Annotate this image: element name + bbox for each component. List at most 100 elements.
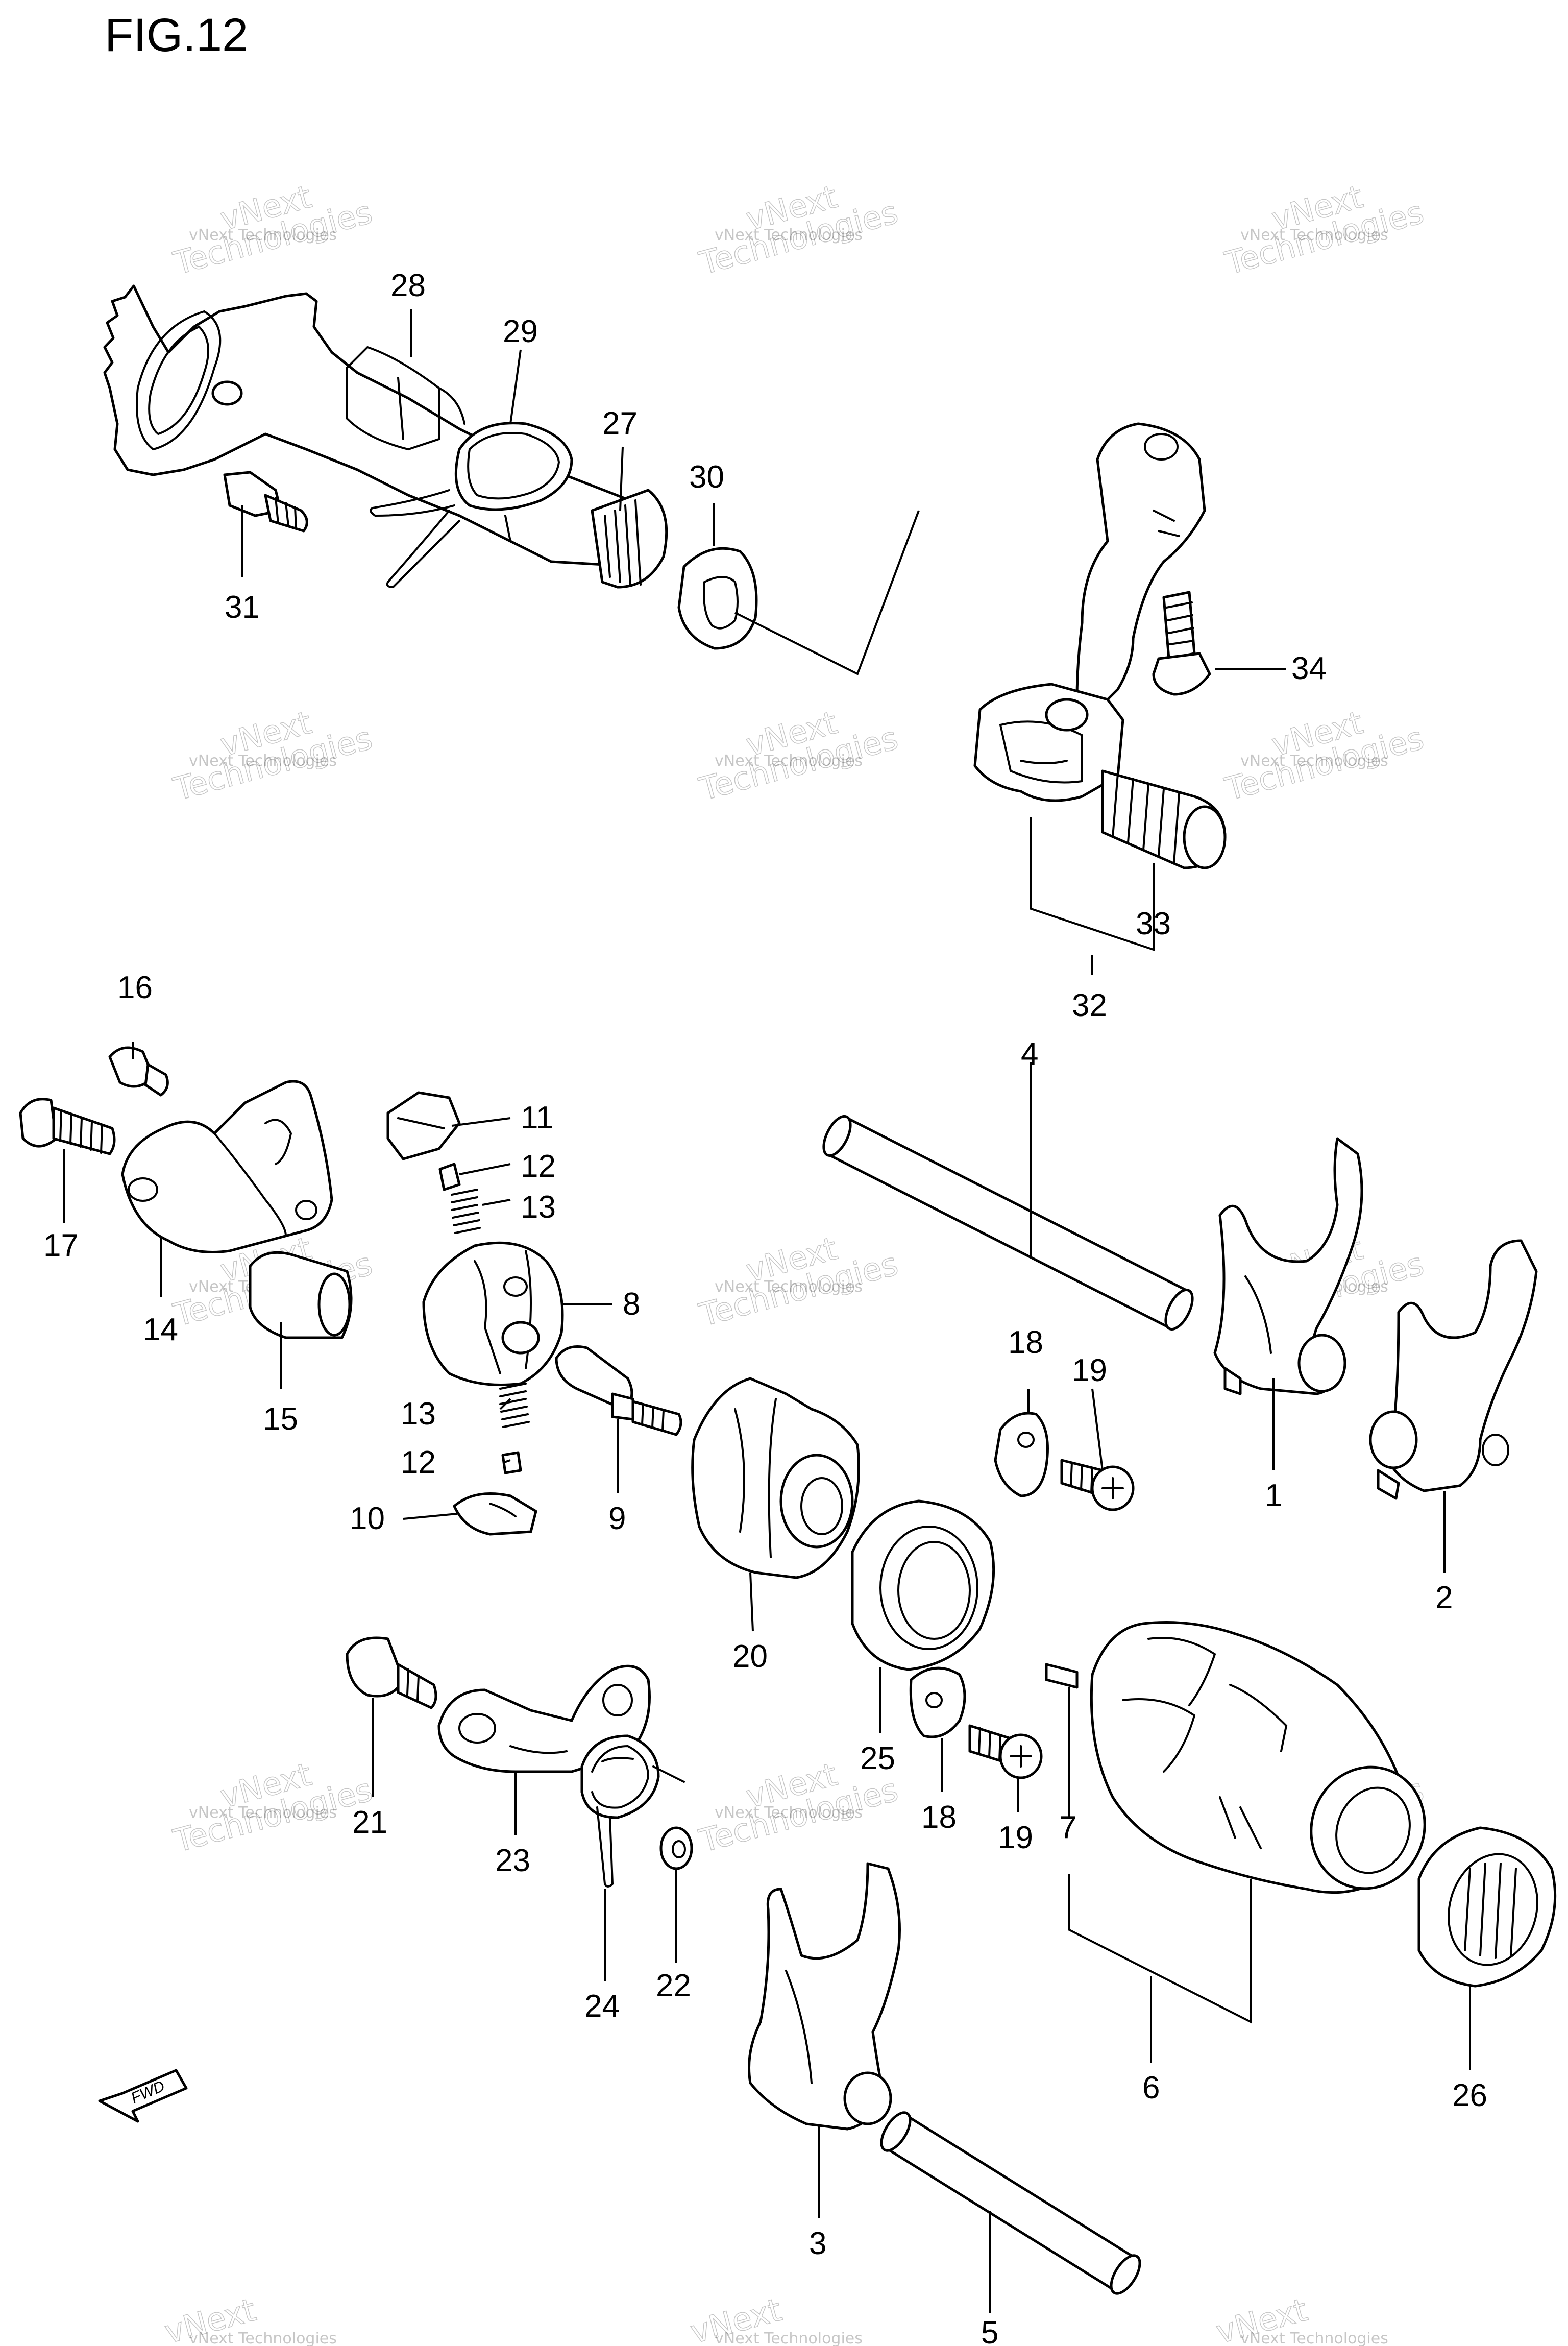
callout-11: 11 bbox=[521, 1100, 553, 1135]
part-9-bolt bbox=[555, 1345, 682, 1436]
svg-text:vNext Technologies: vNext Technologies bbox=[715, 752, 863, 770]
part-25-bearing bbox=[851, 1499, 995, 1671]
callout-28: 28 bbox=[390, 268, 426, 303]
watermark: Technologies vNext vNext Technologies bbox=[169, 1755, 376, 1860]
callout-33: 33 bbox=[1136, 906, 1171, 941]
watermark: Technologies vNext vNext Technologies bbox=[169, 178, 376, 283]
callout-12b: 12 bbox=[401, 1445, 436, 1480]
callout-8: 8 bbox=[623, 1287, 640, 1322]
part-18-stopper-lower bbox=[909, 1666, 966, 1738]
callout-4: 4 bbox=[1021, 1036, 1038, 1072]
part-14-stopper-plate bbox=[121, 1080, 333, 1253]
figure-title: FIG.12 bbox=[105, 9, 248, 61]
part-29-return-spring bbox=[370, 422, 573, 589]
watermark: vNext vNext Technologies bbox=[1212, 2290, 1388, 2346]
part-7-pin bbox=[1045, 1663, 1079, 1689]
part-26-bearing bbox=[1417, 1826, 1557, 1988]
watermark: vNext vNext Technologies bbox=[160, 2290, 337, 2346]
part-4-shaft bbox=[822, 1115, 1194, 1331]
part-6-shift-cam-drum bbox=[1090, 1621, 1426, 1894]
part-27-spline bbox=[591, 489, 668, 589]
callout-3: 3 bbox=[809, 2226, 826, 2261]
callout-5: 5 bbox=[981, 2315, 998, 2346]
callout-13a: 13 bbox=[521, 1190, 556, 1225]
part-13-spring-bottom bbox=[499, 1383, 530, 1428]
callout-25: 25 bbox=[860, 1741, 895, 1776]
callout-32: 32 bbox=[1072, 988, 1107, 1023]
leader-lines bbox=[63, 309, 1471, 2313]
watermark: Technologies vNext vNext Technologies bbox=[695, 178, 902, 283]
part-3-shift-fork bbox=[748, 1862, 901, 2131]
part-18-stopper-upper bbox=[994, 1412, 1049, 1497]
svg-text:vNext Technologies: vNext Technologies bbox=[1240, 2330, 1388, 2346]
svg-text:vNext Technologies: vNext Technologies bbox=[189, 752, 337, 770]
part-11-cap bbox=[386, 1091, 461, 1160]
part-10-plate bbox=[453, 1492, 537, 1536]
part-19-screw-lower bbox=[968, 1724, 1043, 1779]
part-28-gearshift-shaft bbox=[103, 284, 645, 568]
callout-22: 22 bbox=[656, 1968, 691, 2003]
watermark: vNext vNext Technologies bbox=[686, 2290, 863, 2346]
alignment-line bbox=[734, 510, 920, 675]
part-12-pin-bottom bbox=[501, 1451, 522, 1474]
svg-text:vNext Technologies: vNext Technologies bbox=[715, 2330, 863, 2346]
callout-29: 29 bbox=[503, 314, 538, 349]
part-12-pin-top bbox=[438, 1163, 461, 1191]
part-16-bolt bbox=[108, 1046, 169, 1097]
callout-10: 10 bbox=[350, 1501, 385, 1536]
part-20-gear bbox=[691, 1377, 860, 1579]
watermark: Technologies vNext vNext Technologies bbox=[169, 704, 376, 809]
part-15-dowel bbox=[249, 1251, 353, 1339]
callout-30: 30 bbox=[689, 459, 724, 495]
callout-20: 20 bbox=[732, 1639, 768, 1674]
callout-23: 23 bbox=[495, 1843, 530, 1878]
part-13-spring-top bbox=[451, 1189, 481, 1234]
callout-34: 34 bbox=[1291, 651, 1327, 686]
part-31-bolt bbox=[223, 471, 308, 533]
callout-1: 1 bbox=[1265, 1478, 1282, 1513]
part-22-washer bbox=[659, 1826, 693, 1870]
svg-text:vNext Technologies: vNext Technologies bbox=[189, 2330, 337, 2346]
callout-6: 6 bbox=[1142, 2070, 1160, 2106]
callout-12a: 12 bbox=[521, 1149, 556, 1184]
part-24-spring bbox=[580, 1734, 685, 1888]
svg-text:vNext Technologies: vNext Technologies bbox=[1240, 752, 1388, 770]
callout-2: 2 bbox=[1435, 1580, 1453, 1615]
watermark: Technologies vNext vNext Technologies bbox=[1220, 704, 1428, 809]
callout-16: 16 bbox=[117, 970, 153, 1005]
watermark: Technologies vNext vNext Technologies bbox=[1220, 178, 1428, 283]
svg-text:vNext Technologies: vNext Technologies bbox=[1240, 226, 1388, 244]
callout-17: 17 bbox=[43, 1228, 79, 1263]
part-32-gearshift-lever bbox=[973, 422, 1206, 802]
callout-19a: 19 bbox=[1072, 1353, 1107, 1388]
svg-text:vNext Technologies: vNext Technologies bbox=[189, 226, 337, 244]
part-8-shift-cam bbox=[422, 1241, 564, 1386]
callout-31: 31 bbox=[225, 590, 260, 625]
part-21-bolt bbox=[346, 1636, 437, 1709]
callout-9: 9 bbox=[608, 1501, 626, 1536]
fwd-arrow-icon: FWD bbox=[98, 2069, 188, 2123]
part-17-bolt bbox=[19, 1098, 116, 1155]
svg-text:vNext Technologies: vNext Technologies bbox=[189, 1804, 337, 1822]
callout-7: 7 bbox=[1059, 1810, 1076, 1845]
svg-text:vNext Technologies: vNext Technologies bbox=[715, 226, 863, 244]
callout-19b: 19 bbox=[998, 1820, 1033, 1855]
svg-text:vNext Technologies: vNext Technologies bbox=[715, 1278, 863, 1296]
watermark: Technologies vNext vNext Technologies bbox=[695, 1229, 902, 1335]
callout-27: 27 bbox=[602, 406, 638, 441]
callout-13b: 13 bbox=[401, 1396, 436, 1432]
part-34-bolt bbox=[1152, 591, 1211, 696]
watermark: Technologies vNext vNext Technologies bbox=[695, 704, 902, 809]
callout-18a: 18 bbox=[1008, 1325, 1043, 1360]
part-30-oil-seal bbox=[677, 547, 758, 650]
part-33-rubber bbox=[1101, 769, 1227, 869]
part-1-shift-fork bbox=[1213, 1137, 1363, 1395]
callout-26: 26 bbox=[1452, 2078, 1487, 2113]
part-5-shaft bbox=[880, 2111, 1141, 2295]
part-2-shift-fork bbox=[1369, 1239, 1538, 1500]
callout-18b: 18 bbox=[921, 1800, 957, 1835]
callout-15: 15 bbox=[263, 1401, 298, 1437]
part-19-screw-upper bbox=[1060, 1459, 1135, 1511]
callout-21: 21 bbox=[352, 1805, 387, 1840]
